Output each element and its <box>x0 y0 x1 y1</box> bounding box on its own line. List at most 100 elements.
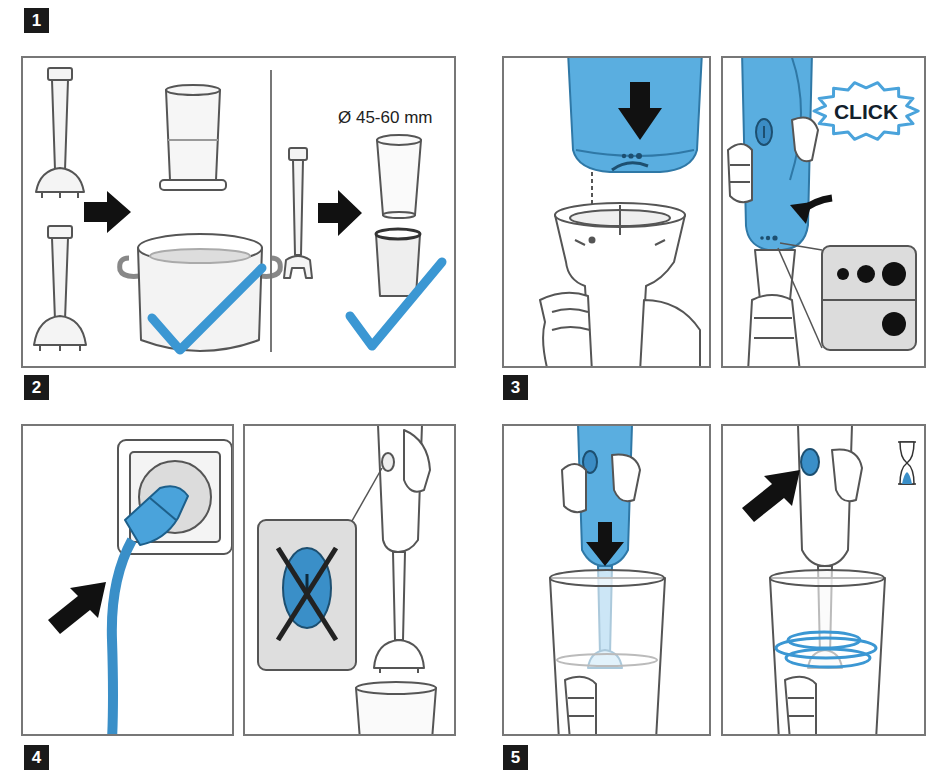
switch-inset-part <box>278 548 336 640</box>
step-number-box: 5 <box>503 745 528 770</box>
arrow <box>586 522 624 566</box>
shaft-attachment-part <box>590 238 595 243</box>
shaft-attachment-part <box>575 240 665 245</box>
step-number: 4 <box>32 749 41 766</box>
cup-narrow <box>376 229 420 296</box>
hand <box>562 455 640 513</box>
cup-narrow-part <box>376 229 420 239</box>
switch-inset <box>258 520 356 670</box>
detail-inset-part <box>882 262 906 286</box>
hand-part <box>730 165 750 182</box>
swirl <box>776 632 876 667</box>
blender-shaft-small-part <box>293 160 303 255</box>
cup-wide <box>377 135 421 218</box>
arrow-head <box>790 202 812 224</box>
hand-part <box>785 677 816 735</box>
dimension-label: Ø 45-60 mm <box>338 108 432 128</box>
cup-wide-part <box>377 140 421 215</box>
switch-inset-part <box>278 548 336 640</box>
detail-inset-part <box>882 312 906 336</box>
detail-inset-part <box>837 268 849 280</box>
hourglass-icon-part <box>902 472 912 484</box>
arrow <box>618 82 662 140</box>
panel-frames <box>22 57 925 735</box>
hand-blender-part <box>374 640 424 668</box>
swirl-part <box>786 649 870 667</box>
cooking-pot-part <box>120 258 140 276</box>
motor-unit-part <box>766 236 770 240</box>
panel-frames-part <box>244 425 455 735</box>
hand-part <box>792 118 818 162</box>
step-number-box: 4 <box>24 745 49 770</box>
blender-shaft-part <box>40 345 80 351</box>
hand <box>565 677 596 735</box>
motor-unit-part <box>756 119 772 145</box>
blender-shaft-part <box>42 192 78 198</box>
leader-line <box>778 248 822 348</box>
panel-frames-part <box>503 425 710 735</box>
arrow <box>318 190 362 236</box>
motor-unit-part <box>772 235 777 240</box>
step-number: 1 <box>32 12 41 29</box>
hand-blender <box>374 425 430 673</box>
panel-frames-part <box>22 57 455 367</box>
hand-blender-part <box>393 552 405 640</box>
cup-narrow-part <box>376 234 420 296</box>
blender-shaft-part <box>48 68 72 80</box>
blender-shaft-part <box>52 238 68 320</box>
hand-part <box>640 300 700 367</box>
cooking-pot-part <box>138 234 262 262</box>
hourglass-icon <box>898 442 916 484</box>
swirl-part <box>788 632 860 648</box>
motor-unit-part <box>576 150 694 156</box>
motor-unit-part <box>568 57 702 172</box>
motor-unit-part <box>760 236 764 240</box>
hand <box>785 677 816 735</box>
hand-part <box>754 318 794 338</box>
leader-line <box>780 243 822 250</box>
burst-shape <box>814 83 918 140</box>
arrow <box>84 191 131 233</box>
panel-blend <box>742 425 916 735</box>
hand <box>832 449 862 501</box>
blender-shaft-small-part <box>289 148 307 160</box>
sound-word: CLICK <box>834 101 898 122</box>
plug-part <box>150 498 176 520</box>
plug <box>125 486 188 545</box>
motor-unit <box>568 57 702 172</box>
beaker-part <box>356 688 436 735</box>
hand-part <box>788 698 814 716</box>
panel-switch <box>258 425 436 735</box>
check-mark <box>350 262 442 346</box>
hand-blender-part <box>801 449 819 475</box>
panel-frames-part <box>22 425 233 735</box>
leader-line <box>348 468 382 528</box>
beaker <box>550 570 665 735</box>
step-number: 2 <box>32 379 41 396</box>
detail-inset-part <box>822 246 916 350</box>
beaker <box>770 570 885 735</box>
cup-wide-part <box>383 212 415 218</box>
detail-inset <box>822 246 916 350</box>
beaker-part <box>557 654 657 666</box>
beaker-part <box>166 85 220 95</box>
blender-shaft-part <box>34 316 86 345</box>
beaker-part <box>166 90 220 180</box>
switch-inset-part <box>258 520 356 670</box>
panel-frames-part <box>722 425 925 735</box>
hand <box>728 118 818 203</box>
beaker-part <box>770 570 884 586</box>
step-number-box: 1 <box>24 8 49 33</box>
blender-shaft <box>36 68 84 198</box>
hand-part <box>748 295 800 367</box>
step-number: 3 <box>511 379 520 396</box>
motor-unit-part <box>763 126 765 138</box>
check-mark <box>152 268 262 350</box>
beaker-part <box>770 578 885 735</box>
hand-blender-part <box>382 453 394 471</box>
hand-part <box>552 309 590 330</box>
blender-shaft-part <box>36 168 84 192</box>
power-cable <box>112 540 132 735</box>
